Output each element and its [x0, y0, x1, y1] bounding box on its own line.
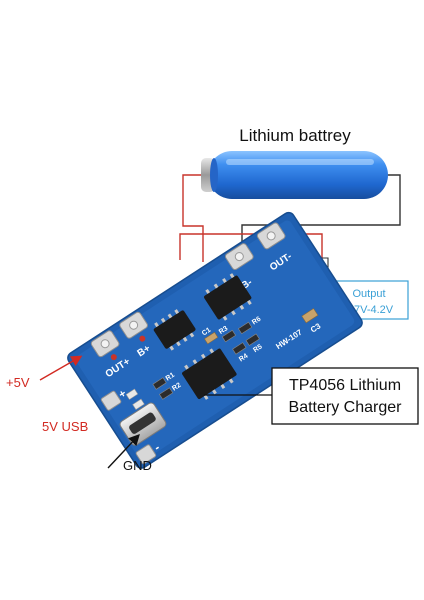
comp-r4 — [232, 342, 247, 355]
mosfet-ic — [204, 275, 252, 320]
charger-callout: TP4056 Lithium Battery Charger — [204, 367, 419, 425]
usb-label: 5V USB — [42, 419, 88, 434]
callout-box — [271, 367, 419, 425]
label-r5: R5 — [252, 343, 263, 354]
input-annotations: +5V 5V USB GND — [6, 355, 152, 473]
pad-in-minus — [135, 444, 157, 465]
plus5v-arrow — [39, 355, 83, 381]
battery-cap-ring — [210, 158, 218, 192]
gnd-label: GND — [123, 458, 152, 473]
pad-out-plus-hole — [100, 339, 110, 349]
red-dot-out-plus — [110, 354, 117, 361]
pcb-inner-shade — [75, 220, 355, 461]
label-r4: R4 — [238, 353, 249, 364]
charger-line1: TP4056 Lithium — [289, 377, 401, 394]
led-red — [125, 388, 139, 400]
label-in-plus: + — [117, 388, 129, 402]
output-label: Output — [352, 288, 385, 300]
gnd-arrow — [107, 433, 140, 469]
lithium-battery — [201, 151, 388, 199]
ic-pins — [154, 273, 252, 400]
comp-c1 — [204, 331, 219, 345]
battery-title: Lithium battrey — [239, 126, 351, 145]
comp-r6 — [238, 321, 253, 335]
protection-ic — [153, 310, 196, 349]
label-r2: R2 — [171, 382, 182, 393]
label-r6: R6 — [251, 316, 262, 327]
battery-body — [208, 151, 388, 199]
pad-in-plus — [100, 390, 122, 411]
plus5v-label: +5V — [6, 375, 30, 390]
comp-r5 — [245, 333, 260, 346]
charger-ic — [182, 348, 237, 400]
label-in-minus: - — [151, 440, 162, 454]
comp-c3 — [301, 308, 319, 324]
tp4056-board: OUT+ B+ B- OUT- — [67, 211, 363, 469]
charger-line2: Battery Charger — [289, 399, 403, 416]
comp-r1 — [152, 377, 167, 390]
label-r1: R1 — [165, 372, 176, 383]
pad-b-minus-hole — [234, 252, 244, 262]
battery-highlight — [226, 159, 374, 165]
red-dot-b-plus — [139, 335, 146, 342]
wire-battery-plus — [182, 174, 205, 262]
usb-opening — [129, 412, 156, 434]
label-c1: C1 — [201, 327, 212, 338]
pad-b-plus-hole — [129, 320, 139, 330]
led-blue — [132, 398, 145, 410]
comp-r2 — [159, 387, 174, 400]
smd-components — [125, 308, 319, 410]
label-r3: R3 — [218, 325, 229, 336]
comp-r3 — [221, 329, 236, 343]
pad-out-minus-hole — [266, 231, 276, 241]
top-pads — [90, 222, 286, 361]
